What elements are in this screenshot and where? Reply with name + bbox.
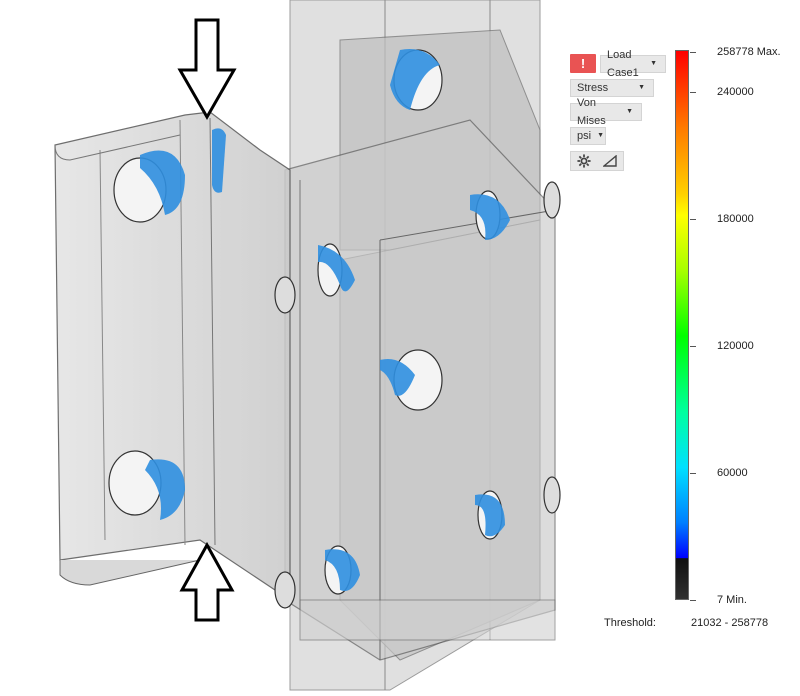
stress-type-label: Von Mises [577,97,606,127]
legend-tick [690,52,696,53]
chevron-down-icon: ▼ [626,108,633,115]
legend-min-label: 7 Min. [717,594,747,606]
chevron-down-icon: ▼ [597,132,604,139]
stress-hotspots [140,49,510,591]
threshold-range: 21032 - 258778 [691,617,769,629]
stress-color-bar [675,50,689,600]
legend-tick [690,92,696,93]
units-label: psi [577,130,592,142]
legend-tick [690,600,696,601]
gear-icon[interactable] [574,152,594,170]
result-controls: ! Load Case1 ▼ Stress ▼ Von Mises ▼ psi … [570,49,666,177]
units-dropdown[interactable]: psi ▼ [570,127,606,145]
stress-type-dropdown[interactable]: Von Mises ▼ [570,97,642,127]
legend-tools [570,151,624,171]
legend-tick-label: 240000 [717,86,754,98]
load-arrow-up [179,541,235,622]
legend-tick [690,473,696,474]
load-arrow-down [177,18,237,121]
legend-tick [690,219,696,220]
legend-tick-label: 60000 [717,467,748,479]
triangle-icon[interactable] [600,152,620,170]
chevron-down-icon: ▼ [650,59,657,67]
result-type-dropdown[interactable]: Stress ▼ [570,79,654,97]
chevron-down-icon: ▼ [638,84,645,91]
legend-tick [690,346,696,347]
arrow-icon [177,18,237,622]
legend-tick-label: 180000 [717,213,754,225]
load-case-dropdown[interactable]: Load Case1 ▼ [600,49,666,79]
threshold-label: Threshold: [604,617,656,629]
load-case-label: Load Case1 [607,48,639,79]
warning-icon[interactable]: ! [570,54,596,73]
legend-max-label: 258778 Max. [717,46,781,58]
legend-tick-label: 120000 [717,340,754,352]
result-type-label: Stress [577,82,609,94]
